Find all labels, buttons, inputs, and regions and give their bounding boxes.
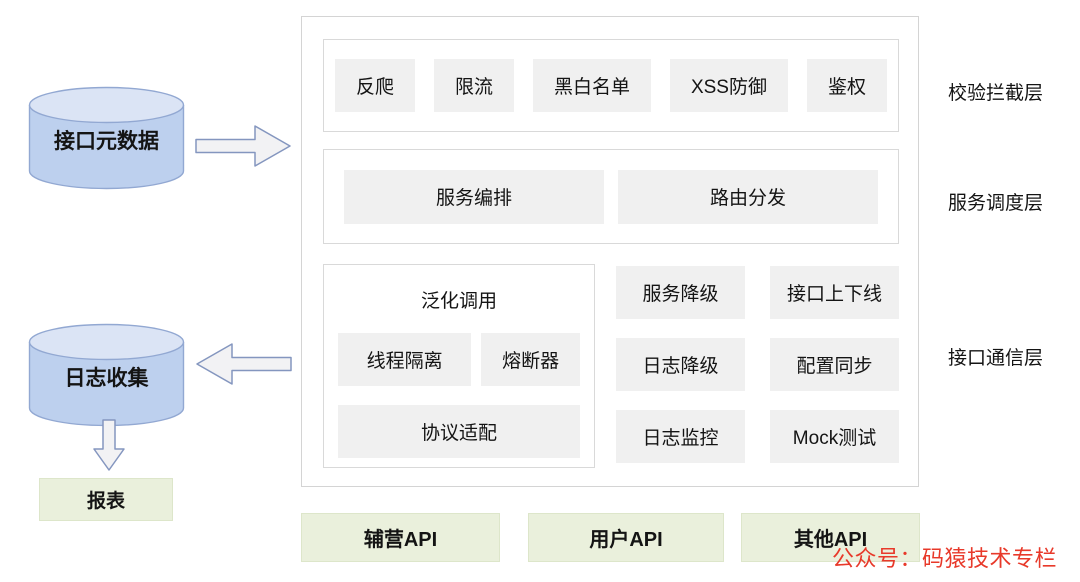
api-metadata-store-label: 接口元数据 <box>54 130 159 153</box>
chip-service-degrade: 服务降级 <box>616 266 745 319</box>
watermark-text: 公众号：码猿技术专栏 <box>832 547 1058 572</box>
arrow-left-icon <box>196 343 292 385</box>
generic-invoke-title: 泛化调用 <box>420 290 497 312</box>
chip-log-monitor: 日志监控 <box>616 410 745 463</box>
api-metadata-store: 接口元数据 <box>28 86 185 190</box>
chip-config-sync: 配置同步 <box>770 338 899 391</box>
chip-black-white-list: 黑白名单 <box>532 59 651 112</box>
log-collect-store: 日志收集 <box>28 323 185 427</box>
chip-service-orchestration: 服务编排 <box>344 169 604 224</box>
log-collect-store-label: 日志收集 <box>64 367 149 390</box>
chip-mock-test: Mock测试 <box>770 410 899 463</box>
api-box-user: 用户API <box>528 513 724 562</box>
arrow-down-icon <box>93 419 125 471</box>
generic-invoke-group: 泛化调用 线程隔离 熔断器 协议适配 <box>323 264 595 468</box>
chip-thread-isolation: 线程隔离 <box>338 333 472 386</box>
chip-circuit-breaker: 熔断器 <box>481 333 580 386</box>
api-box-auxiliary: 辅营API <box>301 513 500 562</box>
chip-protocol-adapter: 协议适配 <box>338 405 580 458</box>
layer-scheduling: 服务编排 路由分发 <box>323 149 899 244</box>
api-box-other: 其他API <box>741 513 920 562</box>
chip-api-online-offline: 接口上下线 <box>770 266 899 319</box>
arrow-right-icon <box>195 125 291 167</box>
report-box: 报表 <box>39 478 173 521</box>
chip-xss-defense: XSS防御 <box>669 59 788 112</box>
chip-rate-limit: 限流 <box>433 59 514 112</box>
chip-anti-crawl: 反爬 <box>335 59 416 112</box>
cylinder-icon <box>28 323 185 427</box>
label-validation-layer: 校验拦截层 <box>948 83 1044 104</box>
layer-validation: 反爬 限流 黑白名单 XSS防御 鉴权 <box>323 39 899 132</box>
chip-route-dispatch: 路由分发 <box>618 169 878 224</box>
label-communication-layer: 接口通信层 <box>948 348 1044 369</box>
comm-feature-grid: 服务降级 接口上下线 日志降级 配置同步 日志监控 Mock测试 <box>616 266 899 463</box>
generic-invoke-row: 线程隔离 熔断器 <box>338 333 580 386</box>
label-scheduling-layer: 服务调度层 <box>948 193 1044 214</box>
gateway-panel: 反爬 限流 黑白名单 XSS防御 鉴权 服务编排 路由分发 泛化调用 线程隔离 … <box>301 16 919 487</box>
chip-auth: 鉴权 <box>806 59 887 112</box>
chip-log-degrade: 日志降级 <box>616 338 745 391</box>
cylinder-icon <box>28 86 185 190</box>
